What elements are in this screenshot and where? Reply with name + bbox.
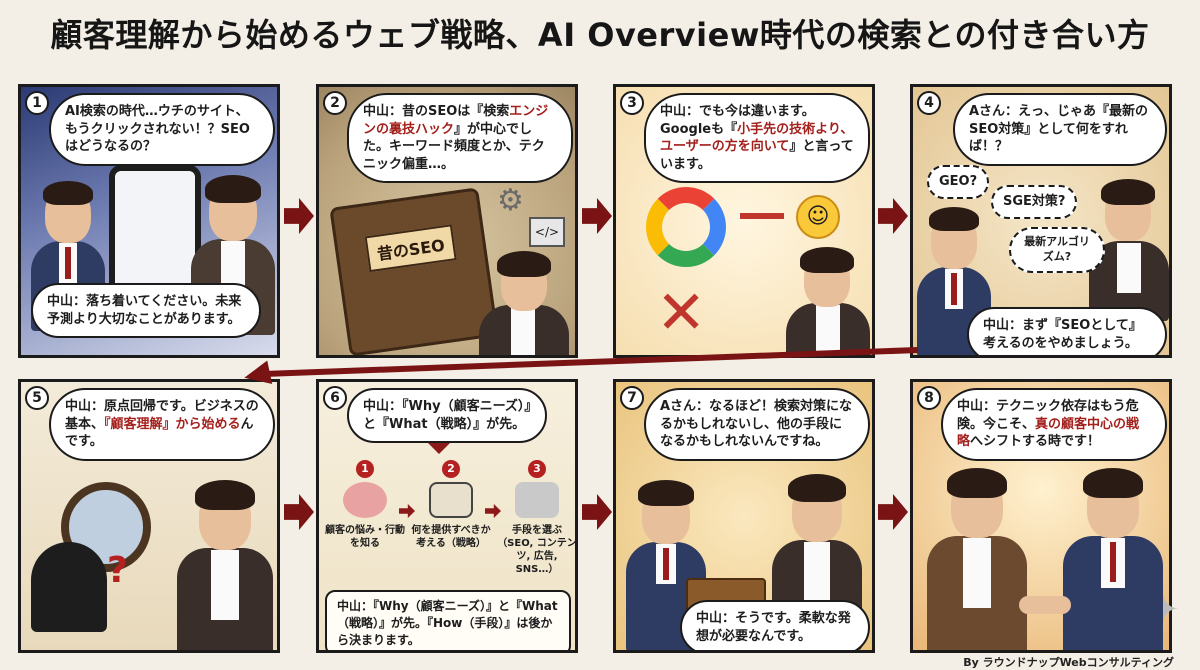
- brain-icon: [343, 482, 387, 518]
- speech-bubble: 中山：『Why（顧客ニーズ）』と『What（戦略）』が先。: [347, 388, 547, 444]
- question-mark-icon: ?: [107, 550, 128, 591]
- comic-panel-2: 2 中山：昔のSEOは『検索エンジンの裏技ハック』が中心でした。キーワード頻度と…: [316, 84, 578, 358]
- code-icon: </>: [529, 217, 565, 247]
- speech-bubble: 中山：でも今は違います。Googleも『小手先の技術より、ユーザーの方を向いて』…: [644, 93, 870, 184]
- flow-arrow-icon: [582, 198, 612, 234]
- comic-panel-6: 6 中山：『Why（顧客ニーズ）』と『What（戦略）』が先。 1 顧客の悩み・…: [316, 379, 578, 653]
- thought-bubble: SGE対策?: [991, 185, 1078, 219]
- flow-arrow-icon: [878, 494, 908, 530]
- panel-number: 4: [917, 91, 941, 115]
- step-item: 1 顧客の悩み・行動を知る: [325, 460, 405, 549]
- step-item: 3 手段を選ぶ（SEO, コンテンツ, 広告, SNS…）: [497, 460, 577, 575]
- strategy-board-icon: [429, 482, 473, 518]
- gear-icon: ⚙: [497, 183, 524, 218]
- tools-icon: [515, 482, 559, 518]
- pointer-triangle-icon: [427, 442, 451, 454]
- speech-bubble: 中山：原点回帰です。ビジネスの基本、『顧客理解』から始めるんです。: [49, 388, 275, 461]
- old-book-illustration: 昔のSEO: [329, 187, 499, 355]
- book-label: 昔のSEO: [364, 224, 457, 273]
- silhouette-icon: [31, 542, 107, 632]
- three-step-flow: 1 顧客の悩み・行動を知る 2 何を提供すべきか考える（戦略） 3 手段を選ぶ（…: [325, 460, 575, 580]
- comic-panel-8: 8 中山：テクニック依存はもう危険。今こそ、真の顧客中心の戦略へシフトする時です…: [910, 379, 1172, 653]
- speech-bubble-bottom: 中山：そうです。柔軟な発想が必要なんです。: [680, 600, 870, 650]
- panel-number: 2: [323, 91, 347, 115]
- flow-arrow-icon: [878, 198, 908, 234]
- page-title: 顧客理解から始めるウェブ戦略、AI Overview時代の検索との付き合い方: [50, 16, 1150, 54]
- panel-number: 8: [917, 386, 941, 410]
- note-box: 中山：『Why（顧客ニーズ）』と『What（戦略）』が先。『How（手段）』は後…: [325, 590, 571, 650]
- panel-number: 5: [25, 386, 49, 410]
- comic-panel-3: 3 中山：でも今は違います。Googleも『小手先の技術より、ユーザーの方を向い…: [613, 84, 875, 358]
- speech-bubble-bottom: 中山：まず『SEOとして』考えるのをやめましょう。: [967, 307, 1167, 355]
- flow-arrow-icon: [284, 494, 314, 530]
- comic-panel-5: 5 中山：原点回帰です。ビジネスの基本、『顧客理解』から始めるんです。 ?: [18, 379, 280, 653]
- smartphone-illustration: [109, 165, 201, 305]
- speech-bubble: 中山：テクニック依存はもう危険。今こそ、真の顧客中心の戦略へシフトする時です！: [941, 388, 1167, 461]
- speech-bubble-bottom: 中山：落ち着いてください。未来予測より大切なことがあります。: [31, 283, 261, 339]
- arrow-icon: [740, 213, 784, 219]
- speech-bubble-top: Aさん：えっ、じゃあ『最新のSEO対策』として何をすれば！？: [953, 93, 1167, 166]
- thought-bubble: 最新アルゴリズム?: [1009, 227, 1105, 273]
- speech-bubble-top: Aさん：なるほど！検索対策になるかもしれないし、他の手段になるかもしれないんです…: [644, 388, 870, 461]
- handshake-icon: [1019, 596, 1071, 614]
- flow-arrow-icon: [582, 494, 612, 530]
- cross-icon: ✕: [656, 278, 707, 348]
- comic-panel-7: 7 Aさん：なるほど！検索対策になるかもしれないし、他の手段になるかもしれないん…: [613, 379, 875, 653]
- panel-number: 7: [620, 386, 644, 410]
- speech-bubble: 中山：昔のSEOは『検索エンジンの裏技ハック』が中心でした。キーワード頻度とか、…: [347, 93, 573, 184]
- speech-bubble-top: AI検索の時代…ウチのサイト、もうクリックされない！？SEOはどうなるの？: [49, 93, 275, 166]
- panel-number: 6: [323, 386, 347, 410]
- comic-panel-4: 4 Aさん：えっ、じゃあ『最新のSEO対策』として何をすれば！？ GEO? SG…: [910, 84, 1172, 358]
- footer-credit: By ラウンドナップWebコンサルティング: [963, 656, 1174, 669]
- step-item: 2 何を提供すべきか考える（戦略）: [411, 460, 491, 549]
- flow-arrow-icon: [284, 198, 314, 234]
- panel-number: 3: [620, 91, 644, 115]
- comic-panel-1: 1 AI検索の時代…ウチのサイト、もうクリックされない！？SEOはどうなるの？ …: [18, 84, 280, 358]
- google-logo-icon: [646, 187, 726, 267]
- smiley-user-icon: ☺: [796, 195, 840, 239]
- panel-number: 1: [25, 91, 49, 115]
- thought-bubble: GEO?: [927, 165, 990, 199]
